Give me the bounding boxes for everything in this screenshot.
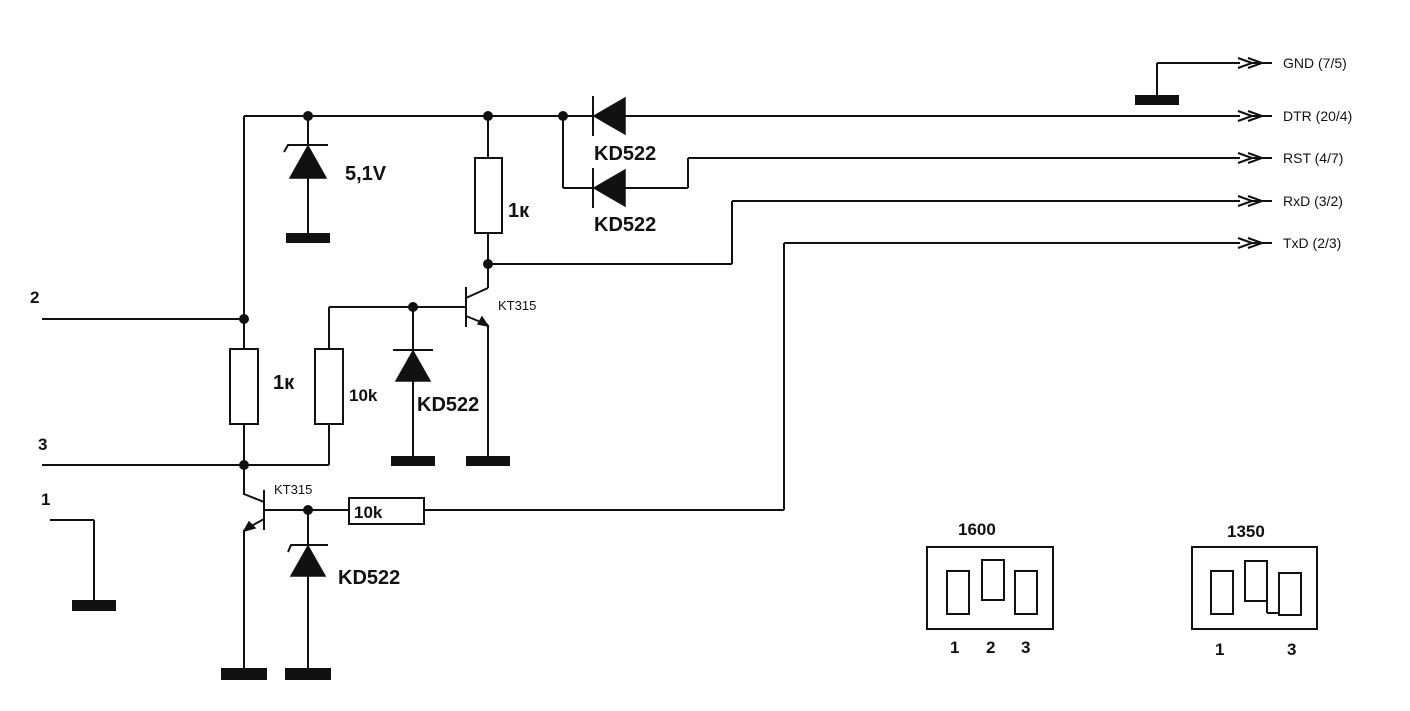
signal-txd-label: TxD (2/3) [1283, 235, 1341, 251]
resistor-middle-10k [314, 348, 344, 425]
jumper-1600-title: 1600 [958, 520, 996, 539]
diode-rst-label: KD522 [594, 214, 656, 236]
diode-base-bottom [287, 544, 328, 577]
jumper-1350-pin-3: 3 [1287, 640, 1296, 659]
jumper-1600-pin-3: 3 [1021, 638, 1030, 657]
resistor-base-label: 10k [354, 503, 383, 522]
transistor-bottom-label: KT315 [274, 482, 312, 497]
zener-value-label: 5,1V [345, 163, 387, 185]
transistor-top [465, 287, 490, 328]
resistor-left-1k [229, 348, 259, 425]
wires [42, 62, 1240, 668]
ground-bars [72, 95, 1179, 680]
junction-dots [239, 111, 568, 515]
diode-base-bottom-label: KD522 [338, 567, 400, 589]
connector-arrows [1237, 57, 1272, 249]
jumper-1600 [926, 546, 1054, 630]
resistor-left-label: 1к [273, 372, 295, 394]
diode-dtr-label: KD522 [594, 143, 656, 165]
diode-base-top-label: KD522 [417, 394, 479, 416]
signal-rxd-label: RxD (3/2) [1283, 193, 1343, 209]
jumper-1350 [1191, 546, 1318, 630]
signal-rst-label: RST (4/7) [1283, 150, 1343, 166]
resistor-collector-1k [474, 157, 503, 234]
signal-gnd-label: GND (7/5) [1283, 55, 1347, 71]
pin-2-label: 2 [30, 288, 39, 307]
zener-diode-5v1 [283, 144, 328, 179]
transistor-top-label: KT315 [498, 298, 536, 313]
jumper-1350-pin-1: 1 [1215, 640, 1224, 659]
jumper-1600-pin-2: 2 [986, 638, 995, 657]
pin-3-label: 3 [38, 435, 47, 454]
transistor-bottom [242, 490, 265, 533]
resistor-middle-label: 10k [349, 386, 378, 405]
diode-dtr [592, 96, 626, 136]
diode-rst [592, 168, 626, 208]
jumper-1350-title: 1350 [1227, 522, 1265, 541]
diode-base-top [393, 349, 433, 382]
resistor-collector-label: 1к [508, 200, 530, 222]
signal-dtr-label: DTR (20/4) [1283, 108, 1352, 124]
labels: 2 3 1 GND (7/5) DTR (20/4) RST (4/7) RxD… [30, 55, 1352, 659]
resistor-base-10k [348, 497, 425, 525]
jumper-1600-pin-1: 1 [950, 638, 959, 657]
pin-1-label: 1 [41, 490, 50, 509]
